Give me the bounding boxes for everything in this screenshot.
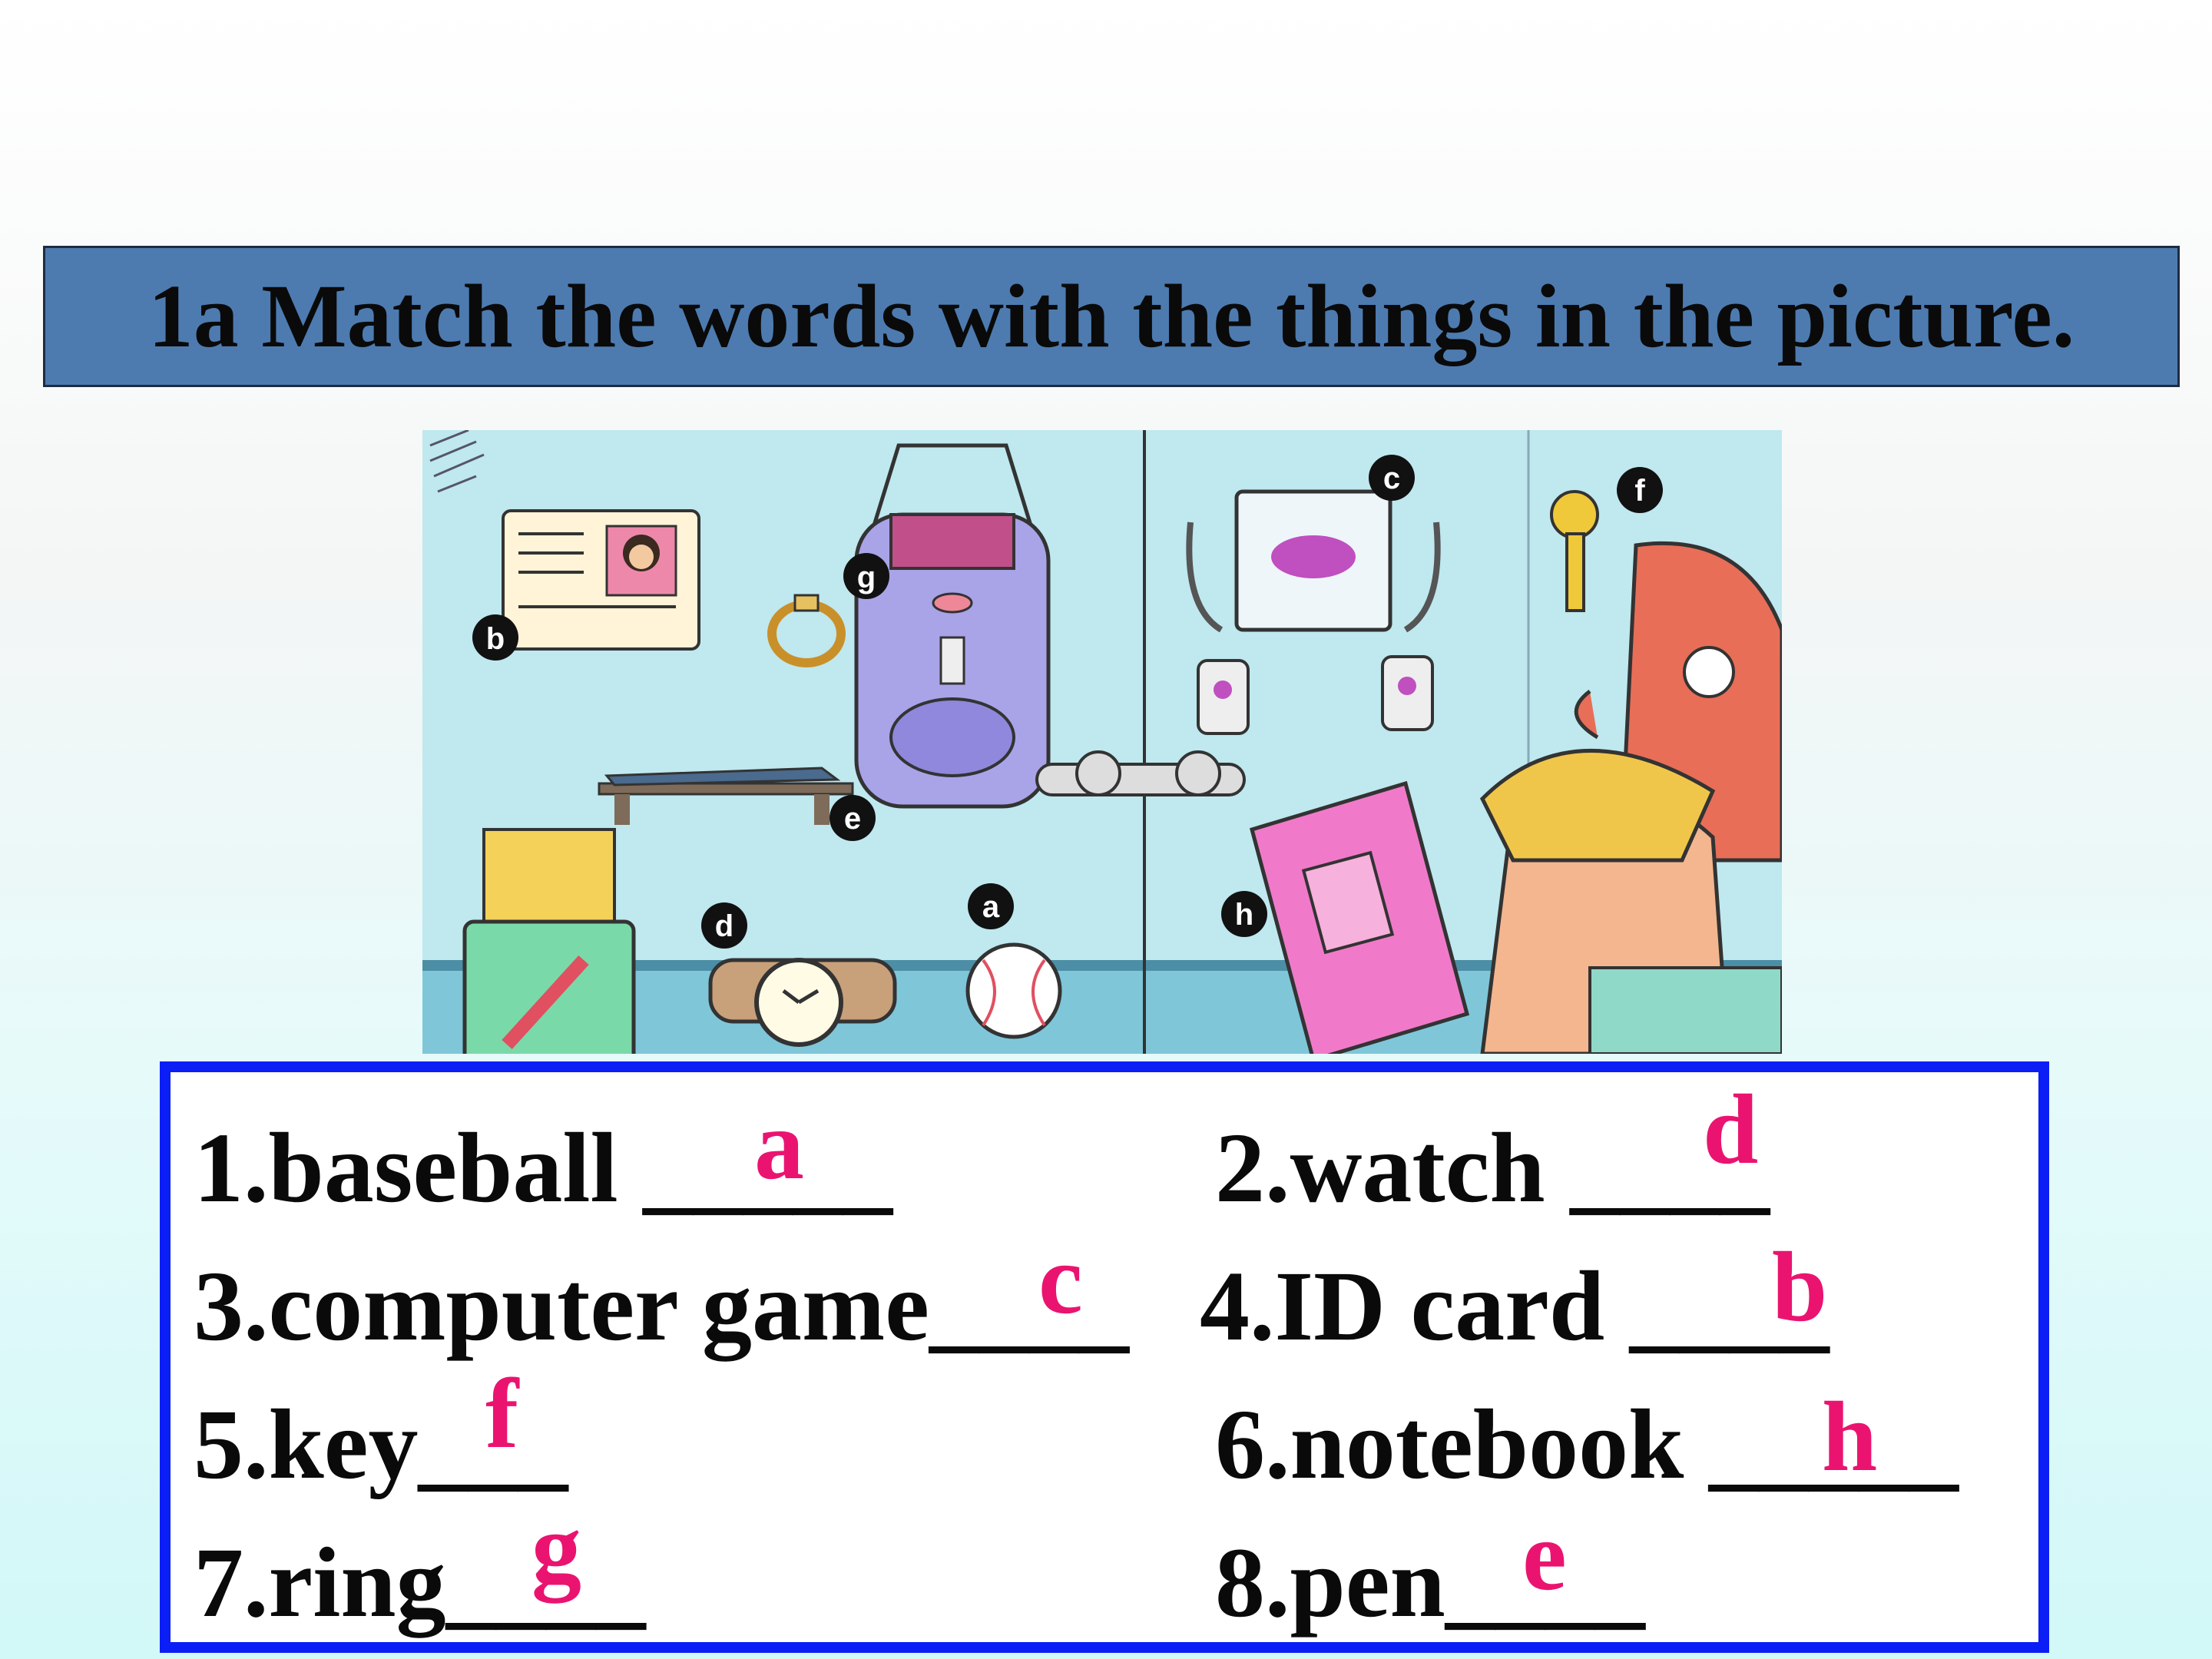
marker-e: e — [830, 795, 876, 841]
answer-2: d — [1703, 1075, 1759, 1185]
title-banner: 1a Match the words with the things in th… — [43, 246, 2180, 387]
answer-1: a — [754, 1090, 804, 1200]
svg-text:h: h — [1235, 898, 1253, 932]
item-5-key: 5.key___ — [194, 1389, 568, 1500]
pen-drawing — [598, 767, 854, 825]
scene-svg: b g c f e d a h — [422, 430, 1782, 1054]
item-7-ring: 7.ring____ — [194, 1528, 646, 1638]
answer-8: e — [1522, 1501, 1567, 1611]
id-card-drawing — [502, 509, 700, 651]
item-1-baseball: 1.baseball _____ — [194, 1113, 893, 1224]
answer-3: c — [1038, 1224, 1083, 1335]
ring-drawing — [767, 594, 846, 667]
pencil-box-drawing — [462, 828, 636, 1054]
backpack-drawing — [854, 443, 1051, 809]
notebook-drawing — [1249, 780, 1470, 1054]
svg-text:b: b — [486, 622, 505, 656]
key-drawing — [1550, 490, 1599, 612]
item-3-computer-game: 3.computer game____ — [194, 1251, 1129, 1362]
marker-c: c — [1369, 455, 1415, 501]
item-6-notebook: 6.notebook _____ — [1215, 1389, 1959, 1500]
answer-7: g — [531, 1493, 581, 1604]
answer-4: b — [1772, 1232, 1828, 1343]
people-drawing — [1479, 541, 1782, 1054]
watch-drawing — [708, 958, 897, 1047]
item-2-watch: 2.watch ____ — [1215, 1113, 1770, 1224]
svg-text:g: g — [857, 561, 876, 594]
svg-text:c: c — [1383, 462, 1400, 495]
baseball-drawing — [965, 942, 1062, 1039]
marker-g: g — [843, 553, 889, 599]
coins-drawing — [1035, 750, 1246, 796]
marker-b: b — [472, 614, 518, 661]
svg-text:f: f — [1634, 474, 1645, 508]
item-8-pen: 8.pen____ — [1215, 1528, 1645, 1638]
illustration: b g c f e d a h — [422, 430, 1782, 1054]
marker-f: f — [1617, 467, 1663, 513]
page-title: 1a Match the words with the things in th… — [147, 266, 2075, 366]
marker-a: a — [968, 883, 1014, 929]
marker-d: d — [701, 902, 747, 949]
svg-text:d: d — [715, 909, 733, 943]
answer-6: h — [1822, 1382, 1878, 1492]
item-4-id-card: 4.ID card ____ — [1200, 1251, 1830, 1362]
svg-text:e: e — [844, 802, 861, 836]
computer-game-drawing — [1186, 489, 1441, 735]
answer-5: f — [485, 1359, 519, 1469]
svg-text:a: a — [982, 890, 1000, 924]
marker-h: h — [1221, 891, 1267, 937]
answer-box: 1.baseball _____ a 2.watch ____ d 3.comp… — [160, 1061, 2049, 1653]
